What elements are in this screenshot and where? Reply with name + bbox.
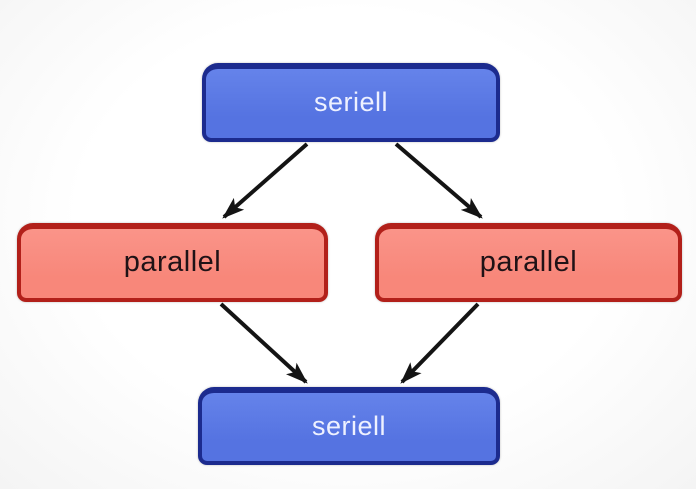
edge-arrow-parallel-left-to-seriell-bottom <box>219 302 308 384</box>
node-seriell-top-label: seriell <box>313 87 389 117</box>
edge-arrow-parallel-right-to-seriell-bottom <box>400 302 480 384</box>
edge-arrow-seriell-top-to-parallel-right <box>394 142 483 219</box>
node-seriell-bottom: seriell <box>198 387 500 465</box>
node-parallel-right-label: parallel <box>479 246 578 278</box>
node-parallel-left: parallel <box>17 223 328 302</box>
node-seriell-top: seriell <box>202 63 500 142</box>
node-parallel-left-label: parallel <box>123 246 222 278</box>
node-parallel-right: parallel <box>375 223 682 302</box>
edge-arrow-seriell-top-to-parallel-left <box>222 142 309 219</box>
node-seriell-bottom-label: seriell <box>311 410 387 441</box>
